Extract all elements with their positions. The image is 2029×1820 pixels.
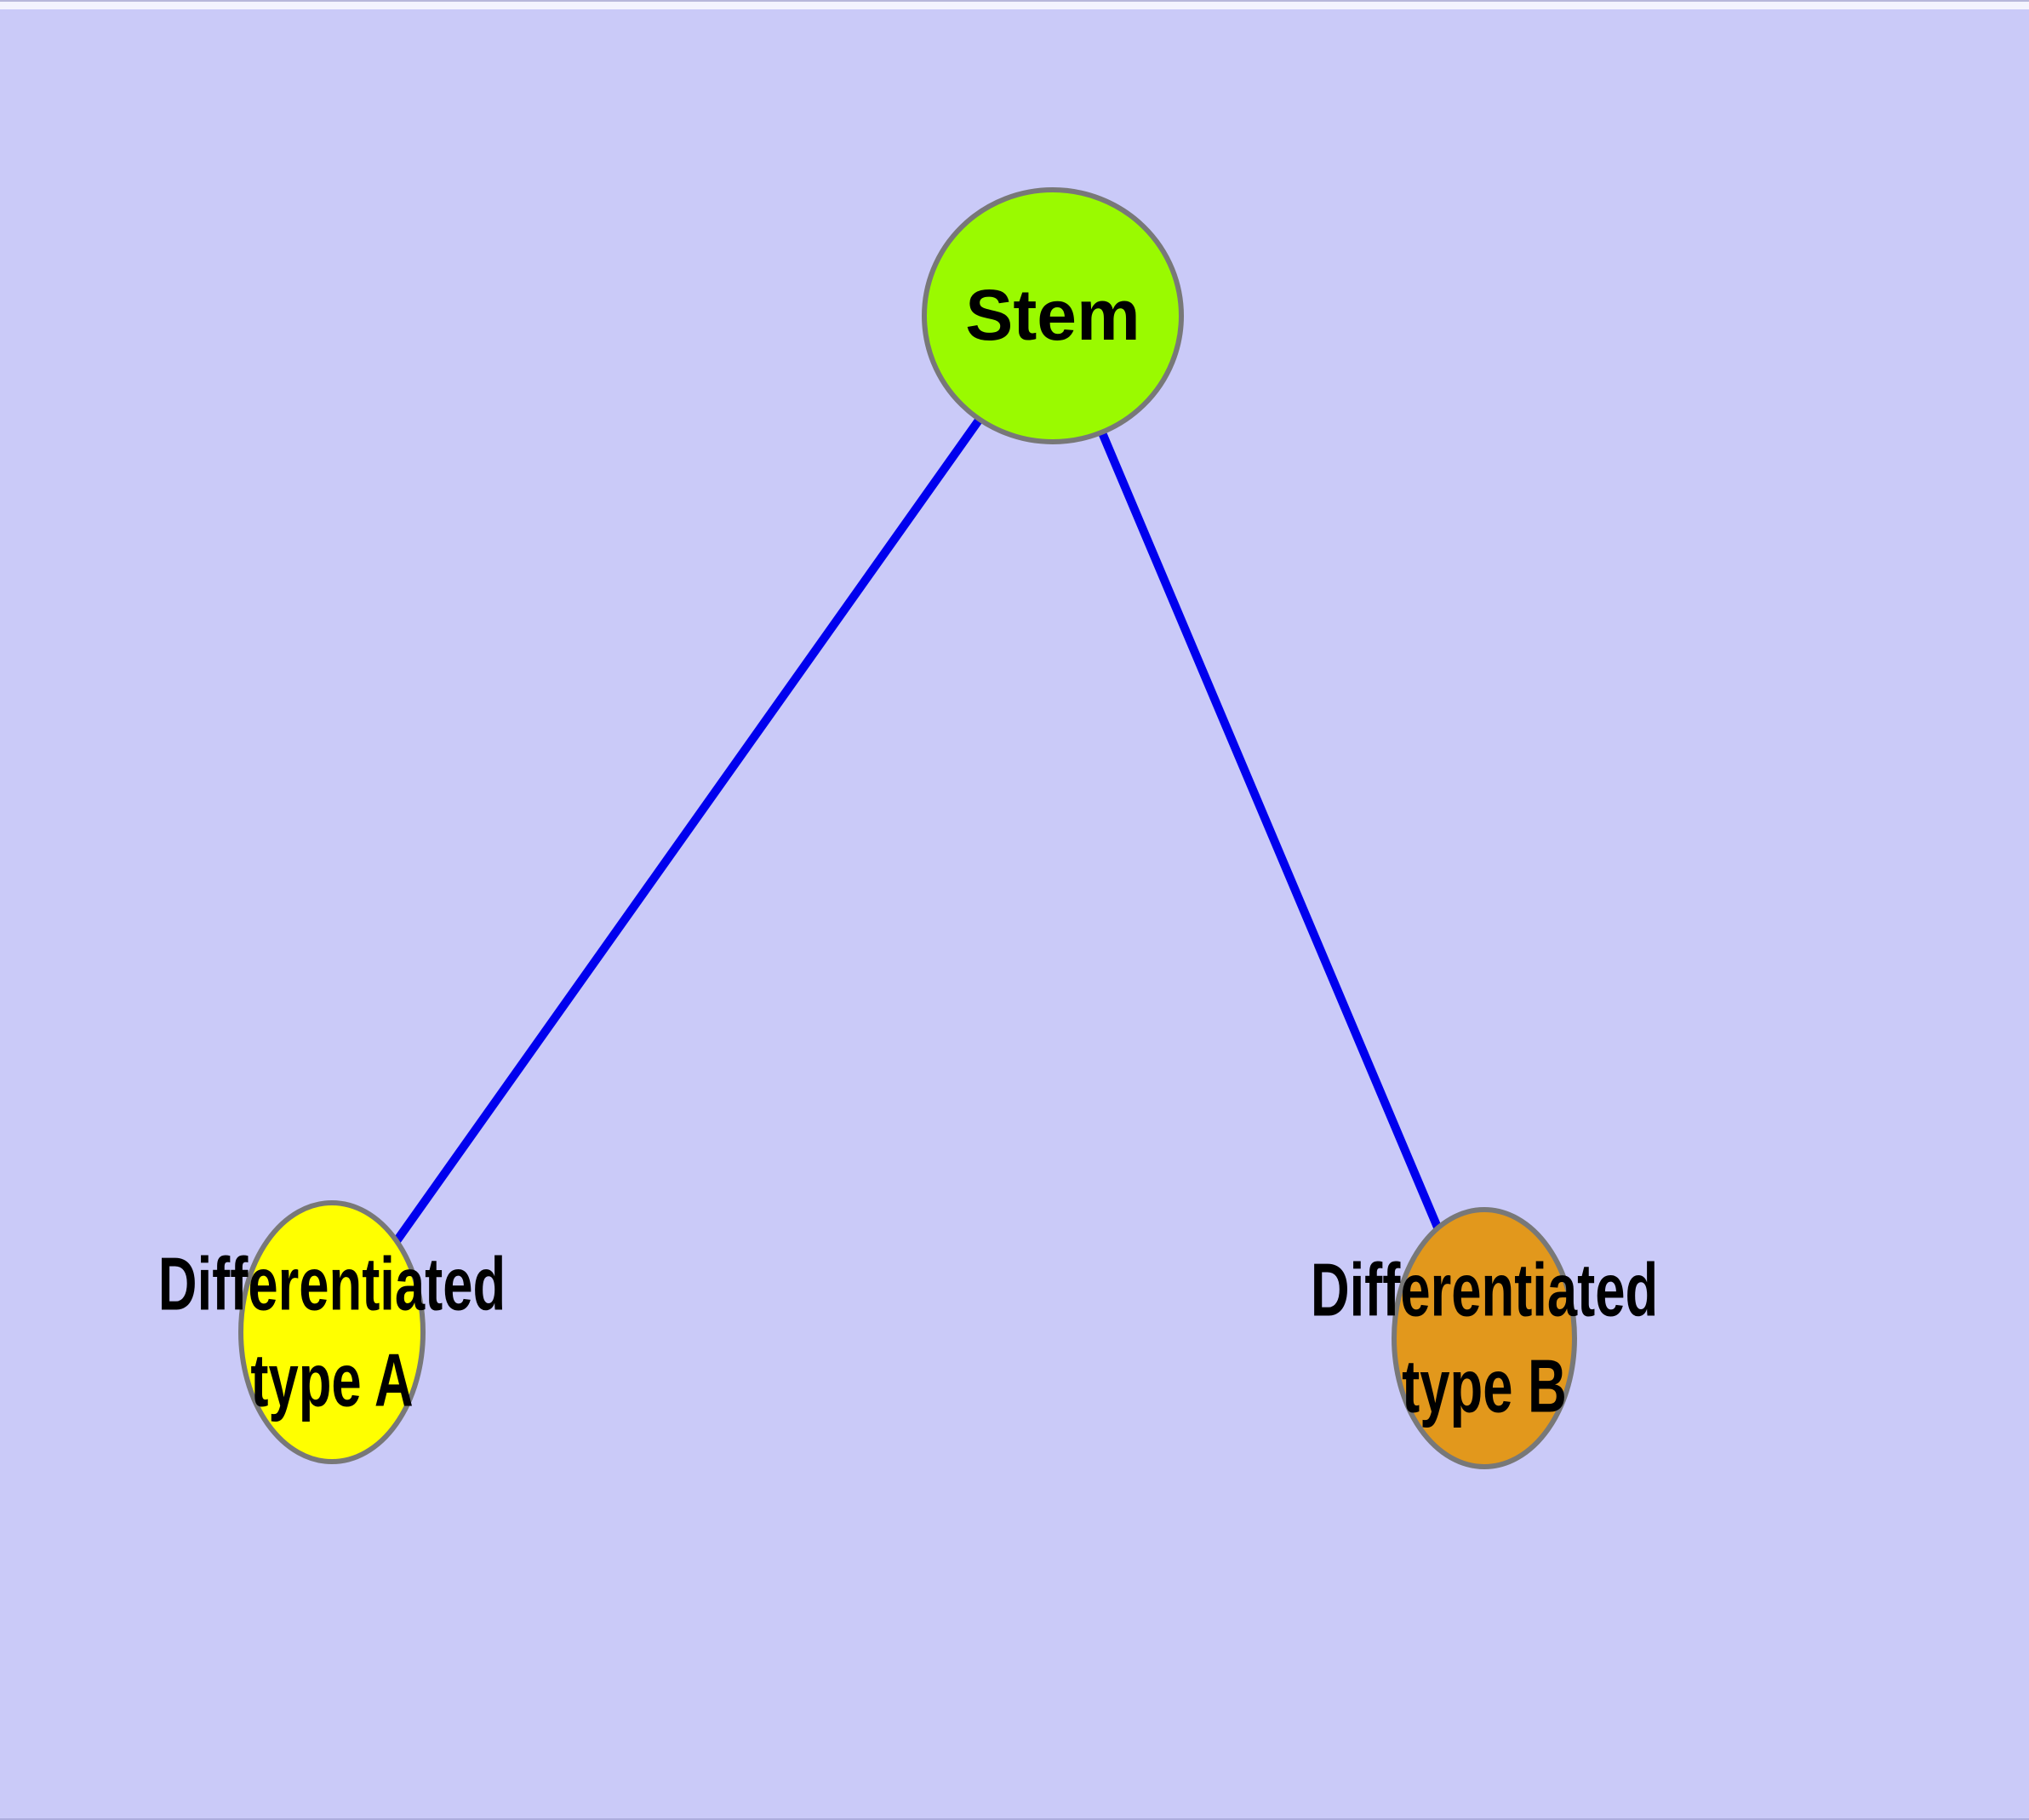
node-differentiated-type-b: [1392, 1207, 1577, 1469]
node-differentiated-type-a: [238, 1200, 426, 1464]
window-bottom-edge: [0, 1818, 2029, 1820]
node-label-differentiated-type-b: Differentiated type B: [1310, 1247, 1659, 1428]
edge-stem-to-differentiated-type-b: [1049, 314, 1489, 1340]
node-label-differentiated-type-a: Differentiated type A: [157, 1241, 506, 1422]
node-label-stem: Stem: [965, 275, 1140, 356]
edge-stem-to-differentiated-type-a: [328, 313, 1057, 1335]
node-stem: [922, 187, 1184, 444]
window-top-edge: [0, 0, 2029, 9]
